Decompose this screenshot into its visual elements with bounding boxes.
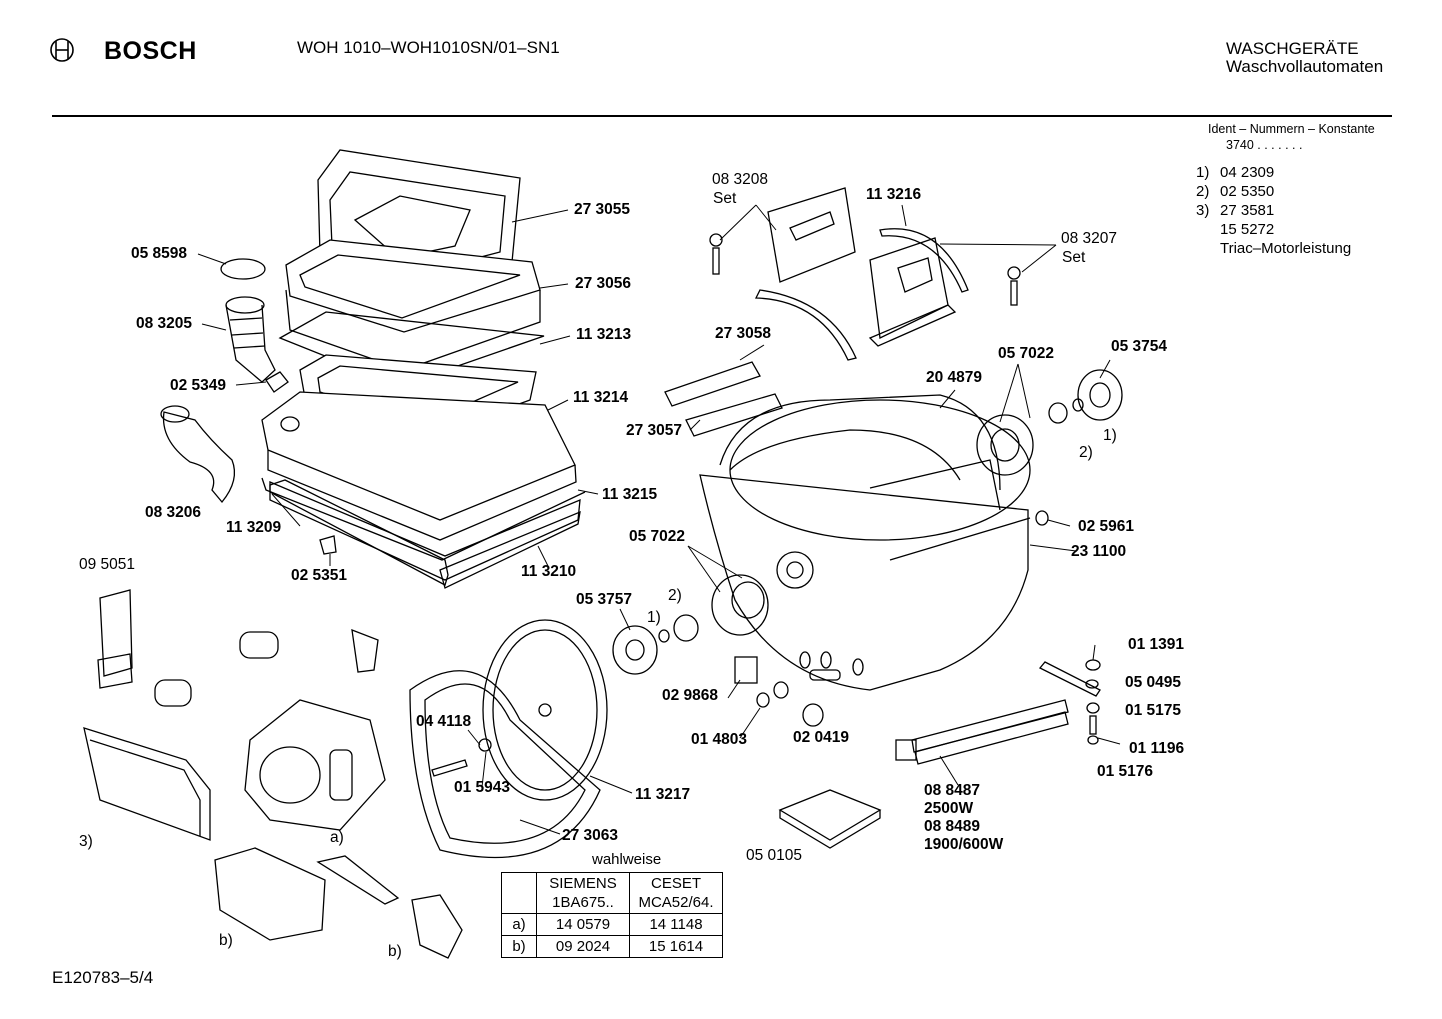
ident-value: 3740 . . . . . . .: [1226, 138, 1303, 152]
part-label: 11 3216: [866, 186, 922, 203]
power-label: 2500W: [924, 800, 974, 817]
electrical-parts-drawing: [83, 589, 463, 959]
part-label: 11 3214: [573, 389, 629, 406]
part-label: 11 3217: [635, 786, 691, 803]
table-header: SIEMENS 1BA675..: [536, 872, 630, 914]
part-label: 08 3205: [136, 315, 193, 332]
part-label: 01 4803: [691, 731, 748, 748]
footnote-row: 15 5272: [1220, 221, 1275, 238]
part-label: 11 3215: [602, 486, 658, 503]
part-label: 20 4879: [926, 369, 983, 386]
table-cell: [501, 872, 537, 914]
table-cell: a): [501, 913, 537, 936]
part-label: 02 5351: [291, 567, 348, 584]
part-label: 27 3056: [575, 275, 632, 292]
footnote-row: 2)02 5350: [1196, 183, 1275, 200]
table-header: CESET MCA52/64.: [629, 872, 723, 914]
part-label: 09 5051: [79, 556, 136, 573]
part-label: 05 7022: [998, 345, 1055, 362]
ident-title: Ident – Nummern – Konstante: [1208, 122, 1375, 136]
ref-label: 1): [647, 609, 661, 626]
part-label: 01 1196: [1129, 740, 1185, 757]
subcategory-title: Waschvollautomaten: [1226, 57, 1384, 76]
table-cell: 15 1614: [629, 935, 723, 958]
table-cell: 09 2024: [536, 935, 630, 958]
options-table: SIEMENS 1BA675.. CESET MCA52/64. a) 14 0…: [501, 872, 723, 958]
part-label: 01 5176: [1097, 763, 1154, 780]
part-label: 11 3213: [576, 326, 632, 343]
part-label: 01 5943: [454, 779, 511, 796]
table-cell: 14 0579: [536, 913, 630, 936]
footnote-row: 3)27 3581: [1196, 202, 1275, 219]
part-label: 05 7022: [629, 528, 686, 545]
flap-assembly-drawing: [664, 187, 1021, 437]
part-label: 11 3210: [521, 563, 577, 580]
part-label: 02 5349: [170, 377, 227, 394]
part-label: 27 3058: [715, 325, 772, 342]
footnote-row: Triac–Motorleistung: [1220, 240, 1352, 257]
set-label: Set: [1062, 249, 1086, 266]
ref-label: 2): [1079, 444, 1093, 461]
table-header-row: SIEMENS 1BA675.. CESET MCA52/64.: [501, 872, 723, 914]
part-label: 08 3206: [145, 504, 202, 521]
hose-drawing: [160, 258, 289, 504]
part-label: 08 8489: [924, 818, 981, 835]
part-label: 23 1100: [1071, 543, 1127, 560]
bosch-logo-icon: [50, 38, 74, 62]
options-caption: wahlweise: [592, 851, 662, 868]
part-label: 08 3207: [1061, 230, 1118, 247]
category-title: WASCHGERÄTE: [1226, 39, 1359, 58]
foot-pad-drawing: [778, 789, 882, 849]
model-title: WOH 1010–WOH1010SN/01–SN1: [297, 38, 560, 57]
part-label: 11 3209: [226, 519, 282, 536]
footnotes: 1)04 2309 2)02 5350 3)27 3581 15 5272 Tr…: [1196, 163, 1351, 258]
part-label: 05 3757: [576, 591, 633, 608]
part-label: 02 9868: [662, 687, 719, 704]
part-label: 08 8487: [924, 782, 981, 799]
table-row: a) 14 0579 14 1148: [501, 913, 723, 936]
drawer-housing-drawing: [261, 149, 586, 589]
part-label: 05 0495: [1125, 674, 1182, 691]
part-label: 27 3057: [626, 422, 683, 439]
table-cell: 14 1148: [629, 913, 723, 936]
ref-label: 3): [79, 833, 93, 850]
drum-drawing: [699, 394, 1031, 691]
table-row: b) 09 2024 15 1614: [501, 935, 723, 958]
footnote-row: 1)04 2309: [1196, 164, 1275, 181]
flange-bearing-drawing: [612, 369, 1123, 727]
part-label: 05 0105: [746, 847, 803, 864]
ref-label: 1): [1103, 427, 1117, 444]
part-label: 05 8598: [131, 245, 188, 262]
brand-logo-text: BOSCH: [104, 37, 197, 65]
part-label: 04 4118: [416, 713, 472, 730]
ref-label: b): [388, 943, 402, 960]
part-label: 01 5175: [1125, 702, 1182, 719]
leader-lines: [197, 204, 1121, 835]
pulley-belt-drawing: [409, 619, 608, 859]
part-label: 05 3754: [1111, 338, 1168, 355]
part-label: 02 5961: [1078, 518, 1135, 535]
power-label: 1900/600W: [924, 836, 1004, 853]
set-label: Set: [713, 190, 737, 207]
ref-label: a): [330, 829, 344, 846]
part-label: 08 3208: [712, 171, 769, 188]
table-cell: b): [501, 935, 537, 958]
part-label: 27 3055: [574, 201, 631, 218]
ref-label: b): [219, 932, 233, 949]
part-label: 02 0419: [793, 729, 850, 746]
footer-code: E120783–5/4: [52, 968, 154, 987]
heating-element-drawing: [895, 659, 1101, 765]
part-label: 01 1391: [1128, 636, 1185, 653]
ref-label: 2): [668, 587, 682, 604]
part-label: 27 3063: [562, 827, 619, 844]
